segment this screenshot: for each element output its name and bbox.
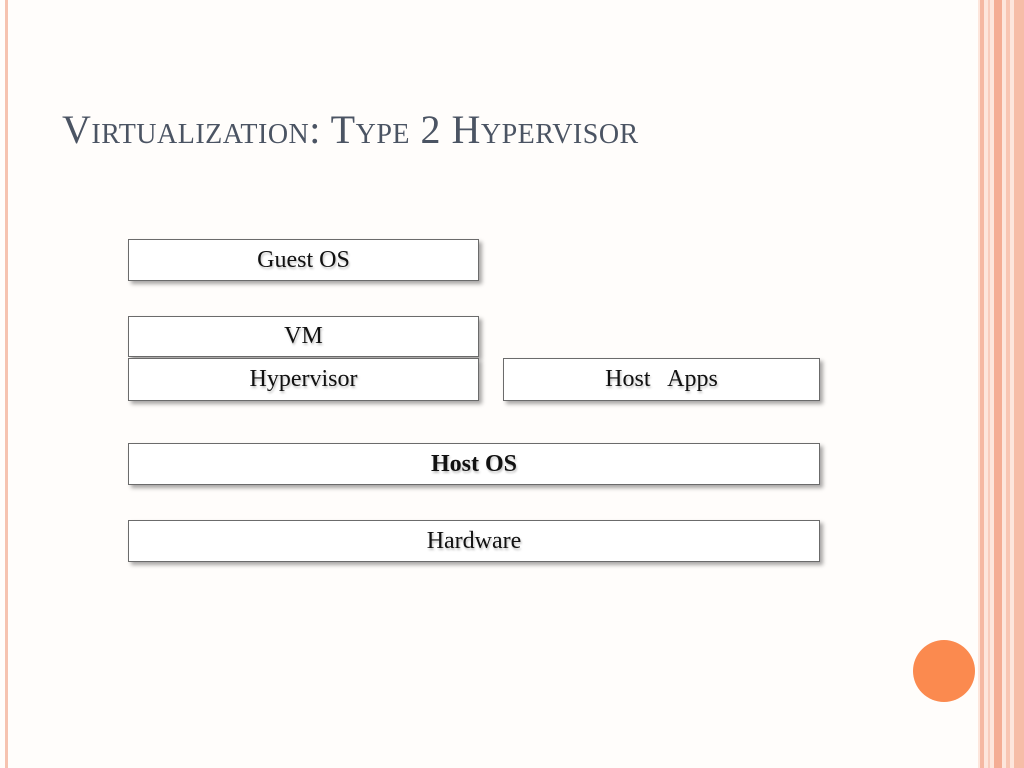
- stripe: [1006, 0, 1010, 768]
- stripe: [1014, 0, 1024, 768]
- stripe: [994, 0, 1002, 768]
- slide-title: Virtualization: Type 2 Hypervisor: [62, 107, 639, 152]
- host-os-box: Host OS: [128, 443, 820, 485]
- left-border-line: [5, 0, 8, 768]
- vm-box: VM: [128, 316, 479, 357]
- stripe: [980, 0, 984, 768]
- stripe: [988, 0, 990, 768]
- host-apps-box: Host Apps: [503, 358, 820, 401]
- guest-os-box: Guest OS: [128, 239, 479, 281]
- decorative-orange-circle: [913, 640, 975, 702]
- hardware-box: Hardware: [128, 520, 820, 562]
- hypervisor-box: Hypervisor: [128, 358, 479, 401]
